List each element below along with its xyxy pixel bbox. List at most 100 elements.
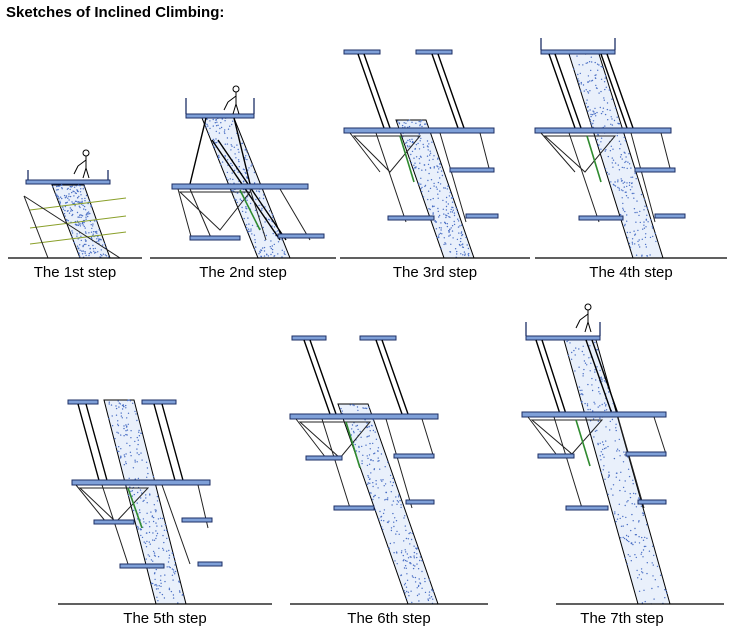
concrete-speckle xyxy=(614,511,616,513)
step-4-panel: The 4th step xyxy=(534,32,727,290)
concrete-speckle xyxy=(414,148,416,150)
concrete-speckle xyxy=(71,232,74,234)
concrete-speckle xyxy=(394,560,396,562)
concrete-speckle xyxy=(272,216,274,218)
concrete-speckle xyxy=(638,214,640,217)
concrete-speckle xyxy=(650,219,652,221)
concrete-speckle xyxy=(385,498,387,501)
concrete-speckle xyxy=(78,247,80,249)
concrete-speckle xyxy=(622,182,624,184)
concrete-speckle xyxy=(380,516,382,518)
concrete-speckle xyxy=(569,342,571,344)
concrete-speckle xyxy=(411,121,413,124)
concrete-speckle xyxy=(401,124,404,127)
concrete-speckle xyxy=(234,153,236,155)
concrete-speckle xyxy=(373,468,375,471)
concrete-speckle xyxy=(161,517,164,520)
concrete-speckle xyxy=(159,579,162,581)
concrete-speckle xyxy=(645,218,647,220)
concrete-speckle xyxy=(575,347,577,349)
concrete-speckle xyxy=(428,579,431,581)
concrete-speckle xyxy=(643,227,646,229)
concrete-speckle xyxy=(427,179,429,182)
concrete-speckle xyxy=(145,497,147,499)
concrete-speckle xyxy=(244,156,246,159)
concrete-speckle xyxy=(368,463,371,465)
concrete-speckle xyxy=(402,554,404,557)
concrete-speckle xyxy=(269,246,271,248)
concrete-speckle xyxy=(655,240,657,243)
concrete-speckle xyxy=(137,443,139,446)
concrete-speckle xyxy=(388,547,390,550)
concrete-speckle xyxy=(136,448,138,450)
concrete-speckle xyxy=(362,454,364,456)
concrete-speckle xyxy=(453,214,456,217)
concrete-speckle xyxy=(437,166,439,168)
concrete-speckle xyxy=(635,254,638,256)
concrete-speckle xyxy=(592,120,595,122)
concrete-speckle xyxy=(408,532,410,535)
concrete-speckle xyxy=(383,520,385,522)
concrete-speckle xyxy=(594,369,596,371)
concrete-speckle xyxy=(150,511,152,513)
step-7-panel: The 7th step xyxy=(520,303,724,628)
concrete-speckle xyxy=(634,211,636,214)
concrete-speckle xyxy=(577,78,579,80)
concrete-speckle xyxy=(625,538,628,541)
concrete-speckle xyxy=(607,445,609,448)
concrete-speckle xyxy=(368,454,371,456)
concrete-speckle xyxy=(610,116,612,118)
concrete-speckle xyxy=(79,255,81,258)
concrete-speckle xyxy=(593,113,595,115)
concrete-speckle xyxy=(467,255,470,257)
concrete-speckle xyxy=(407,120,409,122)
concrete-speckle xyxy=(643,198,646,200)
concrete-speckle xyxy=(440,170,443,172)
concrete-speckle xyxy=(57,188,59,191)
concrete-speckle xyxy=(442,199,444,202)
concrete-speckle xyxy=(432,598,434,600)
concrete-speckle xyxy=(453,223,456,226)
concrete-speckle xyxy=(92,248,95,250)
concrete-speckle xyxy=(634,233,637,235)
concrete-speckle xyxy=(173,556,175,558)
concrete-speckle xyxy=(84,231,87,233)
concrete-speckle xyxy=(168,588,171,591)
concrete-speckle xyxy=(380,479,382,481)
concrete-speckle xyxy=(404,592,406,594)
concrete-speckle xyxy=(623,186,625,188)
concrete-speckle xyxy=(90,224,92,226)
concrete-speckle xyxy=(418,158,420,160)
concrete-speckle xyxy=(361,462,363,465)
concrete-speckle xyxy=(460,232,462,234)
concrete-speckle xyxy=(71,185,73,187)
concrete-speckle xyxy=(432,212,434,214)
concrete-speckle xyxy=(68,199,70,201)
concrete-speckle xyxy=(77,224,79,226)
concrete-speckle xyxy=(597,406,599,408)
concrete-speckle xyxy=(606,171,608,174)
concrete-speckle xyxy=(626,523,628,526)
concrete-speckle xyxy=(443,213,445,215)
concrete-speckle xyxy=(631,186,633,188)
concrete-speckle xyxy=(633,230,635,232)
concrete-speckle xyxy=(592,110,594,112)
concrete-speckle xyxy=(418,578,420,580)
step-1-sketch xyxy=(8,149,142,259)
concrete-speckle xyxy=(632,520,634,522)
concrete-speckle xyxy=(644,243,647,246)
concrete-speckle xyxy=(603,99,605,101)
concrete-speckle xyxy=(89,200,91,202)
concrete-speckle xyxy=(352,404,354,406)
concrete-speckle xyxy=(137,491,139,494)
concrete-speckle xyxy=(96,238,98,240)
concrete-speckle xyxy=(455,207,458,210)
concrete-speckle xyxy=(366,464,369,467)
concrete-speckle xyxy=(79,249,81,251)
concrete-speckle xyxy=(396,120,399,122)
concrete-speckle xyxy=(127,494,130,497)
concrete-speckle xyxy=(253,171,256,174)
concrete-speckle xyxy=(129,445,131,447)
concrete-speckle xyxy=(403,590,405,592)
concrete-speckle xyxy=(140,432,142,434)
